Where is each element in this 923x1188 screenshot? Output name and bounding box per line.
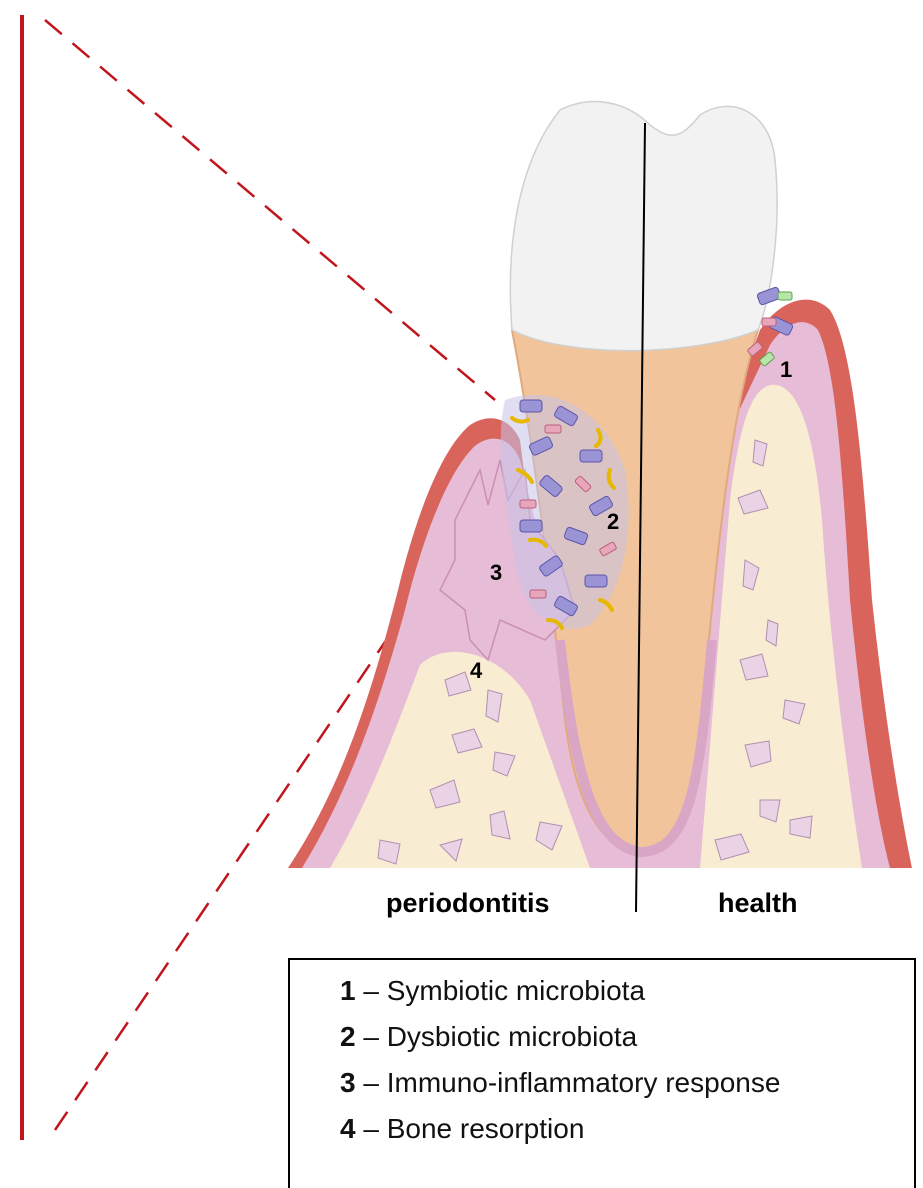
marker-1: 1 <box>780 357 792 382</box>
legend-item-3: 3 – Immuno-inflammatory response <box>340 1060 780 1106</box>
legend-item-4: 4 – Bone resorption <box>340 1106 780 1152</box>
legend-item-2: 2 – Dysbiotic microbiota <box>340 1014 780 1060</box>
marker-4: 4 <box>470 658 483 683</box>
red-vertical-bar <box>20 15 24 1140</box>
health-label: health <box>718 888 798 919</box>
legend-list: 1 – Symbiotic microbiota 2 – Dysbiotic m… <box>340 968 780 1152</box>
periodontitis-label: periodontitis <box>386 888 550 919</box>
marker-2: 2 <box>607 509 619 534</box>
zoom-line-top <box>45 20 495 400</box>
legend-box: 1 – Symbiotic microbiota 2 – Dysbiotic m… <box>288 958 916 1188</box>
legend-item-1: 1 – Symbiotic microbiota <box>340 968 780 1014</box>
marker-3: 3 <box>490 560 502 585</box>
